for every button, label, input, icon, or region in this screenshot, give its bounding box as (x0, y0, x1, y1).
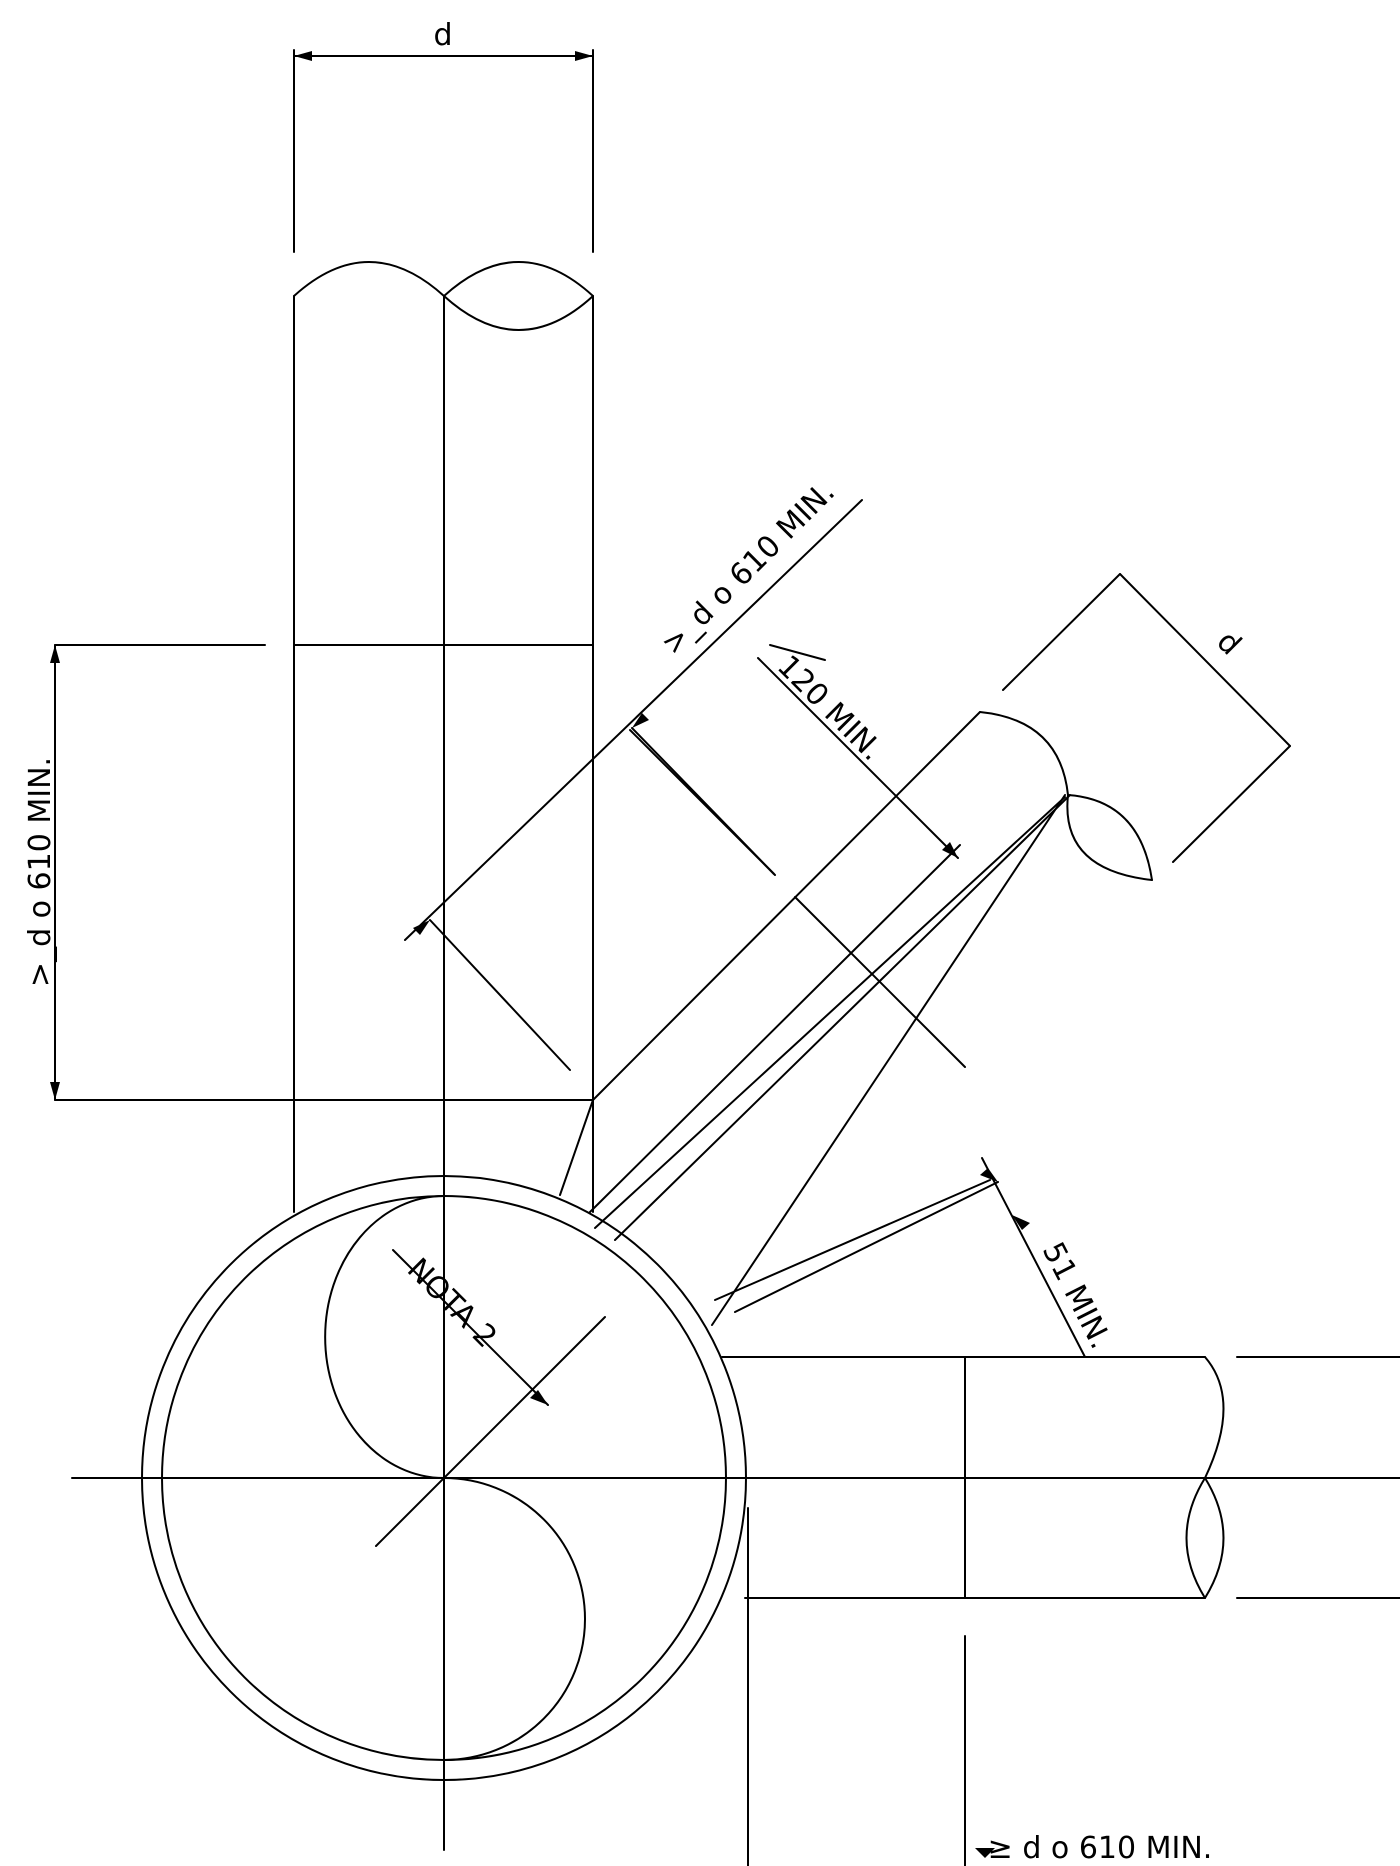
gap-51-dimension: 51 MIN. (714, 1157, 1118, 1358)
gap-51-label: 51 MIN. (1035, 1237, 1118, 1355)
diagonal-spacing-dimension: >_d o 610 MIN. (404, 475, 863, 1071)
vertical-spacing-label: >_d o 610 MIN. (23, 757, 58, 987)
top-diameter-dimension: d (293, 18, 594, 253)
vertical-spacing-dimension: >_d o 610 MIN. (23, 644, 566, 1101)
note-2-label: NOTA 2 (400, 1252, 503, 1355)
bottom-spacing-dimension: ≥ d o 610 MIN. (975, 1831, 1212, 1866)
chord-section (71, 1175, 1400, 1866)
diagonal-brace (589, 711, 1153, 1326)
diagonal-spacing-label: >_d o 610 MIN. (655, 475, 842, 662)
gap-120-label: 120 MIN. (770, 649, 889, 768)
note-2-callout: NOTA 2 (392, 1249, 549, 1406)
diagonal-diameter-label: d (1210, 624, 1248, 662)
top-diameter-label: d (433, 18, 452, 53)
gap-120-dimension: 120 MIN. (757, 644, 959, 859)
vertical-brace (293, 261, 594, 1851)
bottom-spacing-label: ≥ d o 610 MIN. (988, 1831, 1213, 1866)
